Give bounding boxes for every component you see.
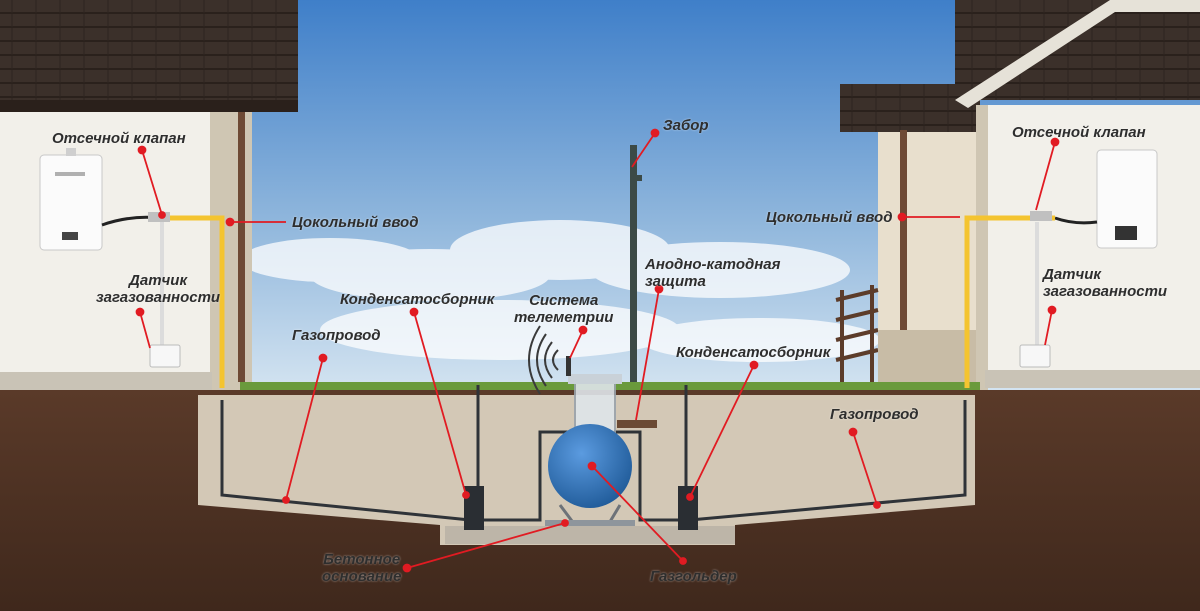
label-concrete-base-line2: основание (322, 568, 402, 585)
boiler-icon-right (1096, 149, 1158, 249)
boiler-hose-right (1054, 216, 1098, 225)
gas-sensor-icon-left (149, 344, 181, 368)
label-condensate-collector-right: Конденсатосборник (676, 344, 831, 361)
right-downpipe (900, 130, 907, 385)
left-house-wall (0, 112, 212, 380)
label-gas-sensor-left-line1: Датчик (129, 272, 188, 289)
label-telemetry-system-line2: телеметрии (514, 309, 614, 326)
label-concrete-base-line1: Бетонное (323, 551, 401, 568)
right-house (835, 0, 1200, 390)
label-shutoff-valve-right: Отсечной клапан (1012, 124, 1146, 141)
label-gas-sensor-right-line2: загазованности (1043, 283, 1168, 300)
gas-sensor-icon-right (1019, 344, 1051, 368)
yellow-gas-pipe-right (964, 215, 1055, 388)
fence-post (630, 145, 637, 390)
label-gas-sensor-left: Датчик загазованности (96, 272, 220, 306)
left-house-wall-outer (210, 112, 252, 390)
underground-gas-pipe (220, 385, 967, 522)
left-house (0, 0, 298, 390)
label-anode-cathode-line1: Анодно-катодная (645, 256, 781, 273)
right-house-stairs (835, 285, 879, 385)
left-house-roof (0, 0, 298, 112)
leader-lines (135, 128, 1060, 573)
label-gas-sensor-right-line1: Датчик (1043, 266, 1102, 283)
label-shutoff-valve-left: Отсечной клапан (52, 130, 186, 147)
condensate-collector-right (678, 486, 698, 530)
label-anode-cathode-protection: Анодно-катодная защита (645, 256, 780, 290)
label-gas-sensor-left-line2: загазованности (96, 289, 221, 306)
label-fence: Забор (663, 117, 709, 134)
label-condensate-collector-left: Конденсатосборник (340, 291, 495, 308)
right-house-wall-edge (976, 105, 988, 390)
label-gas-pipeline-right: Газопровод (830, 406, 919, 423)
label-telemetry-system: Система телеметрии (514, 292, 613, 326)
label-gas-pipeline-left: Газопровод (292, 327, 381, 344)
right-house-wall (985, 105, 1200, 385)
anode-protection-lid (617, 420, 657, 428)
label-anode-cathode-line2: защита (645, 273, 706, 290)
label-basement-entry-right: Цокольный ввод (766, 209, 893, 226)
label-gas-sensor-right: Датчик загазованности (1043, 266, 1167, 300)
left-house-plinth (0, 372, 212, 390)
yellow-gas-pipe-left (160, 215, 225, 388)
label-basement-entry-left: Цокольный ввод (292, 214, 419, 231)
boiler-icon-left (39, 148, 103, 251)
label-telemetry-system-line1: Система (529, 292, 599, 309)
left-downpipe (238, 112, 245, 382)
label-concrete-base: Бетонное основание (322, 551, 402, 585)
clouds (240, 220, 880, 362)
label-gas-holder: Газгольдер (650, 568, 737, 585)
telemetry-signal-icon (528, 325, 559, 395)
